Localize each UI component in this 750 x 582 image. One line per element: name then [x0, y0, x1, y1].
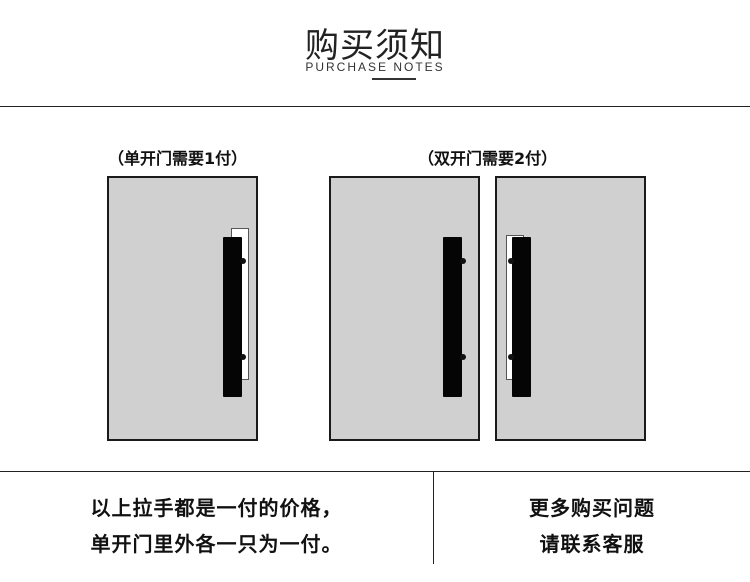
handle-post-top: [240, 258, 246, 264]
double-door-left-leaf: [329, 176, 480, 441]
header-divider: [0, 106, 750, 107]
header: 购买须知 PURCHASE NOTES: [0, 0, 750, 106]
double-door-caption: （双开门需要2付）: [418, 149, 558, 168]
handle-post-top: [508, 258, 514, 264]
price-note-line-1: 以上拉手都是一付的价格，: [90, 496, 343, 520]
handle-post-bottom: [508, 354, 514, 360]
page-subtitle: PURCHASE NOTES: [305, 60, 445, 74]
handle-bar-icon: [443, 237, 462, 397]
price-note-line-2: 单开门里外各一只为一付。: [90, 532, 343, 556]
contact-note: 更多购买问题 请联系客服: [434, 490, 750, 562]
double-door-right-leaf: [495, 176, 646, 441]
single-door-illustration: [107, 176, 258, 441]
handle-post-bottom: [240, 354, 246, 360]
price-note: 以上拉手都是一付的价格， 单开门里外各一只为一付。: [0, 490, 433, 562]
single-door-caption: （单开门需要1付）: [108, 149, 248, 168]
footer-column-divider: [433, 471, 434, 564]
handle-post-bottom: [460, 354, 466, 360]
footer-divider: [0, 471, 750, 472]
handle-post-top: [460, 258, 466, 264]
handle-bar-icon: [512, 237, 531, 397]
title-underline: [372, 78, 416, 80]
handle-bar-icon: [223, 237, 242, 397]
page-title: 购买须知: [305, 26, 445, 66]
contact-note-line-2: 请联系客服: [539, 532, 645, 556]
contact-note-line-1: 更多购买问题: [529, 496, 655, 520]
